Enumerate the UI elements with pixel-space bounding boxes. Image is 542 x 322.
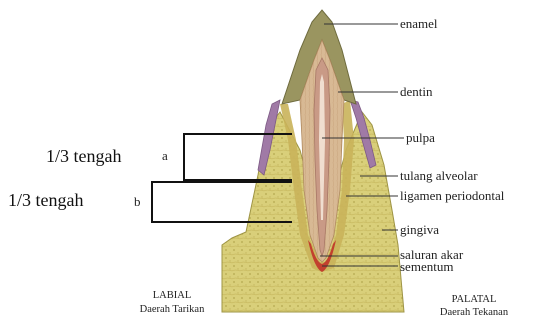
label-ligamen-periodontal: ligamen periodontal (400, 188, 505, 203)
label-sementum: sementum (400, 259, 453, 274)
label-tulang-alveolar: tulang alveolar (400, 168, 478, 183)
label-dentin: dentin (400, 84, 433, 99)
label-gingiva: gingiva (400, 222, 439, 237)
side-labial: LABIAL (153, 290, 192, 301)
label-enamel: enamel (400, 16, 438, 31)
bracket-a-letter: a (162, 148, 168, 163)
side-palatal-sub: Daerah Tekanan (440, 307, 509, 318)
bracket-a-text: 1/3 tengah (46, 146, 121, 166)
bracket-b-letter: b (134, 194, 141, 209)
bracket-b-text: 1/3 tengah (8, 190, 83, 210)
side-labial-sub: Daerah Tarikan (140, 304, 205, 315)
label-pulpa: pulpa (406, 130, 435, 145)
side-palatal: PALATAL (452, 294, 497, 305)
